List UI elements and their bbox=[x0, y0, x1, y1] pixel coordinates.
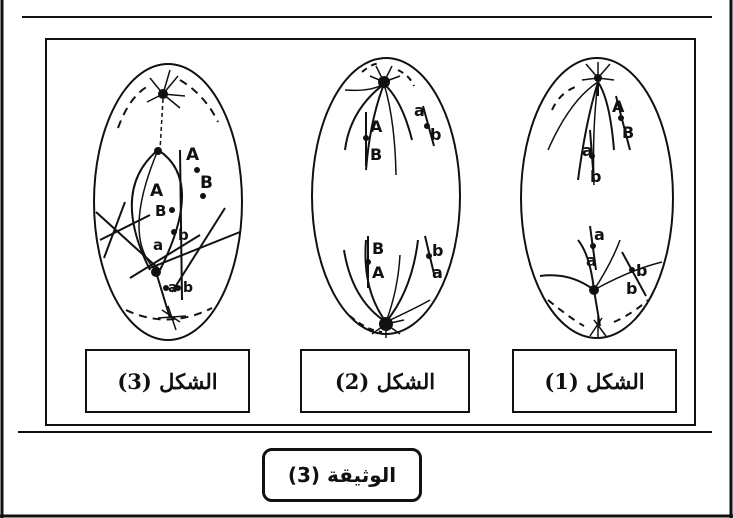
figure-3-caption: الشكل (3) bbox=[117, 368, 218, 394]
cell-outline bbox=[520, 57, 674, 339]
figure-1-cell: A B a b a a b b bbox=[520, 57, 674, 339]
fig3-letter-b2: b bbox=[183, 280, 193, 296]
figure-2-caption-box: الشكل (2) bbox=[300, 349, 470, 413]
fig3-letter-A2: A bbox=[150, 181, 164, 201]
cell-outline bbox=[311, 57, 461, 335]
fig1-letter-a-lower-1: a bbox=[594, 225, 605, 244]
fig2-letter-A-lower: A bbox=[372, 263, 385, 282]
figure-2-caption: الشكل (2) bbox=[334, 368, 436, 394]
fig2-letter-b-upper: b bbox=[430, 125, 441, 144]
document-label: الوثيقة (3) bbox=[287, 463, 397, 487]
fig2-letter-A-upper: A bbox=[370, 117, 383, 136]
fig2-letter-B-lower: B bbox=[372, 239, 384, 258]
figure-panel bbox=[45, 38, 696, 426]
figure-3-caption-box: الشكل (3) bbox=[85, 349, 250, 413]
figure-1-caption: الشكل (1) bbox=[544, 368, 645, 394]
fig1-letter-b-lower-1: b bbox=[636, 261, 647, 280]
fig1-letter-a-lower-2: a bbox=[586, 251, 597, 270]
figure-1-caption-box: الشكل (1) bbox=[512, 349, 677, 413]
cell-outline bbox=[93, 63, 243, 341]
fig2-letter-b-lower: b bbox=[432, 241, 443, 260]
fig1-letter-A-upper: A bbox=[612, 97, 625, 116]
fig3-letter-a2: a bbox=[168, 280, 177, 296]
figure-3-cell: A B A B a b a b bbox=[93, 63, 243, 341]
fig1-letter-a-upper: a bbox=[582, 141, 593, 160]
fig2-letter-a-lower: a bbox=[432, 263, 443, 282]
fig1-letter-b-lower-2: b bbox=[626, 279, 637, 298]
fig1-letter-b-upper: b bbox=[590, 167, 601, 186]
fig1-letter-B-upper: B bbox=[622, 123, 634, 142]
fig3-letter-B1: B bbox=[200, 173, 213, 193]
fig2-letter-a-upper: a bbox=[414, 101, 425, 120]
figure-2-cell: A B a b B A b a bbox=[311, 57, 461, 338]
fig2-letter-B-upper: B bbox=[370, 145, 382, 164]
fig3-letter-B2: B bbox=[155, 202, 166, 220]
fig3-letter-b1: b bbox=[178, 226, 189, 244]
document-label-box: الوثيقة (3) bbox=[262, 448, 422, 502]
fig3-letter-a1: a bbox=[153, 236, 163, 254]
fig3-letter-A1: A bbox=[186, 145, 200, 165]
